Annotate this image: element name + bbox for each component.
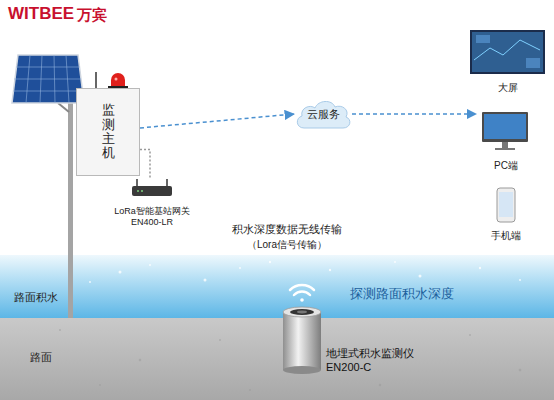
detect-depth-label: 探测路面积水深度 — [350, 285, 454, 303]
transmission-label: 积水深度数据无线传输 — [232, 222, 342, 237]
node-label: LoRa智能基站网关 EN400-LR — [104, 206, 200, 229]
road-ground — [0, 318, 554, 400]
phone-icon — [497, 188, 515, 222]
road-zone-label: 路面 — [30, 350, 52, 365]
node-label: 大屏 — [498, 82, 518, 94]
solar-panel — [12, 55, 84, 112]
transmission-sub-label: （Lora信号传输） — [247, 238, 327, 252]
node-label: 云服务 — [307, 107, 340, 122]
node-label: 地埋式积水监测仪 EN200-C — [326, 347, 426, 375]
pc-node: PC端 — [476, 110, 536, 172]
gateway-node: LoRa智能基站网关 EN400-LR — [104, 178, 200, 228]
brand-logo-cn: 万宾 — [77, 6, 107, 25]
distribute-arrow — [352, 113, 476, 115]
pc-monitor-icon — [482, 112, 528, 150]
alarm-light — [108, 73, 128, 89]
big-screen-icon — [470, 30, 545, 74]
water-band — [0, 255, 554, 318]
gateway-link — [140, 150, 150, 178]
water-bubbles — [89, 261, 521, 283]
sensor-node: 地埋式积水监测仪 EN200-C — [280, 304, 432, 377]
big-screen-node: 大屏 — [466, 28, 550, 94]
cloud-outline — [297, 101, 350, 128]
monitor-host-box: 监测主机 — [76, 88, 140, 176]
brand-logo: WITBEE — [8, 4, 74, 24]
sensor-cylinder — [283, 307, 321, 374]
cloud-node: 云服务 — [294, 98, 352, 130]
water-zone-label: 路面积水 — [14, 290, 58, 305]
wifi-signal-icon — [290, 285, 314, 302]
upload-arrow — [140, 114, 294, 128]
node-label: 监测主机 — [102, 103, 115, 160]
gateway-router-icon — [132, 179, 172, 196]
phone-node: 手机端 — [484, 186, 528, 242]
antenna — [96, 72, 97, 88]
node-label: PC端 — [494, 160, 518, 172]
node-label: 手机端 — [491, 230, 521, 242]
